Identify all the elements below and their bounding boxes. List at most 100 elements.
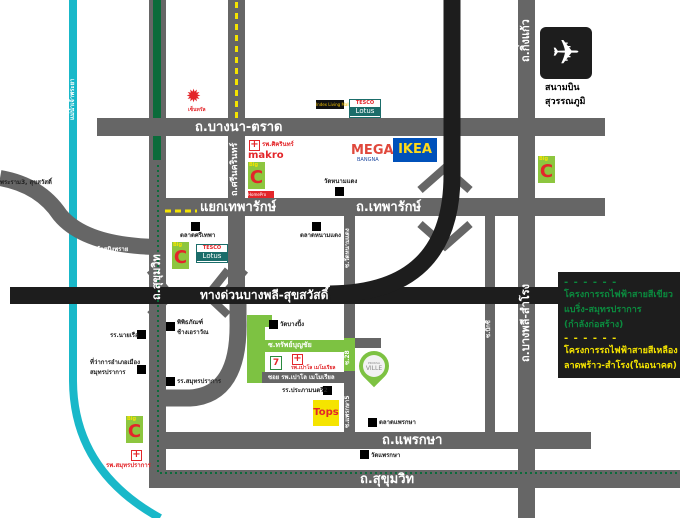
river [69,0,162,518]
market-marker [191,222,200,231]
hospital-icon: + [292,353,303,365]
bigc-c-text: C [249,167,264,188]
legend-green-3: (กำลังก่อสร้าง) [564,320,624,330]
makro-logo: makro [248,150,284,161]
ikea-logo: IKEA [393,138,437,162]
sukhumvit-vertical-label: ถ.สุขุมวิท [150,254,163,300]
bangna-trad-road [97,118,605,136]
seven-eleven-logo: 7 [270,356,282,370]
srinakarin-label: ถ.ศรีนครินทร์ [230,142,240,196]
central-label: เซ็นทรัล [188,107,206,113]
tesco-text: TESCO [202,245,222,251]
kingkaew-label: ถ.กิ่งแก้ว [519,19,532,62]
soi-28-label: ซ.28 [344,350,351,365]
bigc-c-text: C [127,421,142,442]
srinakarin-road [228,0,245,300]
project-pin-label: PRUKSA VILLE [363,355,385,377]
wat-praeksa-label: วัดแพรกษา [371,452,401,459]
legend-yellow-2: ลาดพร้าว-สำโรง(ในอนาคต) [564,361,677,371]
bangphli-samrong-label: ถ.บางพลี-สำโรง [519,283,532,362]
district-marker [137,365,146,374]
school-marker [137,330,146,339]
market-namdaeng-label: ตลาดหนามแดง [300,232,341,239]
bangna-trad-label: ถ.บางนา-ตราด [195,120,283,135]
wat-bang-ping-label: วัดบางปิ้ง [280,321,305,328]
pu-chao-label: ถ.ปู่เจ้าสมิงพราย [85,246,129,253]
district-label-1: ที่ว่าการอำเภอเมือง [90,359,141,366]
theparak-road [149,198,605,216]
market-srithepha-label: ตลาดศรีเทพา [180,232,216,239]
legend-yellow-1: โครงการรถไฟฟ้าสายสีเหลือง [564,346,678,356]
index-logo: Index Living Mall [316,100,350,109]
temple-marker [360,450,369,459]
central-logo-icon: ✹ [186,86,202,107]
kingkaew-road [518,0,535,518]
wat-namdaeng-label: วัดหนามแดง [324,178,358,185]
school-marker [166,377,175,386]
lotus-text: Lotus [350,107,380,116]
hospital-icon: + [131,449,142,461]
market-marker [312,222,321,231]
legend: - - - - - - โครงการรถไฟฟ้าสายสีเขียว แบร… [558,272,680,378]
river-label: แม่น้ำเจ้าพระยา [69,78,76,120]
soi-bigc-label: ซ.บิ๊กซี [485,320,492,338]
rama3-label: พระราม3, สุขสวัสดิ์ [0,179,52,186]
praeksa-road [149,432,591,449]
soi-hospital-label: ซอย รพ.เปาโล เมโมเรียล [268,374,335,381]
museum-marker [166,322,175,331]
theparak-junction-label: แยกเทพารักษ์ [200,200,277,215]
school-samutprakan-label: รร.สมุทรปราการ [177,378,222,385]
praeksa-label: ถ.แพรกษา [382,433,443,448]
legend-green-dash: - - - - - - [564,277,618,288]
temple-marker [269,320,278,329]
paolo-label: รพ.เปาโล เมโมเรียล [291,365,336,371]
soi-watnamdaeng-label: ซ.วัดหนามแดง [344,228,351,268]
museum-label-1: พิพิธภัณฑ์ [177,319,204,326]
sikarin-label: รพ.ศิครินทร์ [262,141,294,148]
legend-green-1: โครงการรถไฟฟ้าสายสีเขียว [564,290,673,300]
legend-yellow-dash: - - - - - - [564,333,618,344]
airport-label-1: สนามบิน [545,83,580,93]
bigc-big-text: Big [127,416,137,422]
school-marker [323,386,332,395]
ville-top-text: PRUKSA [367,361,381,365]
district-label-2: สมุทรปราการ [90,369,126,376]
wat-namdaeng-marker [335,187,344,196]
hospital-icon: + [249,139,260,151]
hosp-samutprakan-label: รพ.สมุทรปราการ [106,462,151,469]
legend-green-2: แบริ่ง-สมุทรปราการ [564,305,642,315]
bigc-big-text: Big [173,242,183,248]
expressway-label: ทางด่วนบางพลี-สุขสวัสดิ์ [200,288,329,302]
bigc-big-text: Big [249,162,259,168]
mega-logo: MEGA [351,143,394,158]
soi-sapbunchai-label: ซ.ทรัพย์บุญชัย [268,341,312,349]
school-prakhan-label: รร.ประภามนตรี2 [282,387,328,394]
homepro-logo: HomePro [248,191,274,198]
soi-praeksa5-label: ซ.แพรกษา5 [344,395,351,428]
green-line-route [157,165,680,474]
airplane-icon: ✈ [540,27,592,79]
market-marker [368,418,377,427]
museum-label-2: ช้างเอราวัณ [177,329,209,336]
bigc-big-text: Big [539,156,549,162]
theparak-label: ถ.เทพารักษ์ [356,200,422,215]
airport-label-2: สุวรรณภูมิ [545,97,586,107]
industrial-ring-road [0,170,156,255]
tesco-text: TESCO [355,100,375,106]
lotus-text: Lotus [197,252,227,261]
mega-sub: BANGNA [357,157,379,163]
sukhumvit-bottom-label: ถ.สุขุมวิท [360,472,415,487]
tops-logo: Tops [313,400,339,426]
market-praeksa-label: ตลาดแพรกษา [379,419,416,426]
bigc-c-text: C [173,247,188,268]
bigc-c-text: C [539,161,554,182]
sukhumvit-bottom-road [149,470,680,488]
school-nai-label: รร.นายเรือ [110,332,139,339]
